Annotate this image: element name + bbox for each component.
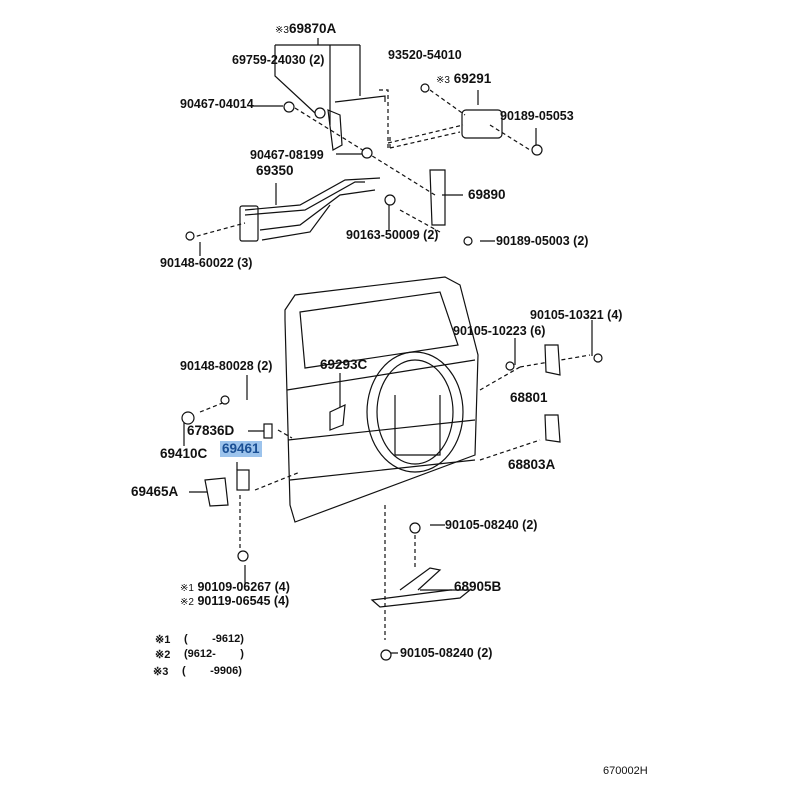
- part-label-69890[interactable]: 69890: [468, 187, 506, 202]
- footnote-mark: ※3: [153, 666, 169, 678]
- lock-rods: [239, 95, 503, 242]
- part-number: 69291: [453, 71, 492, 86]
- footnote-mark: ※2: [180, 597, 194, 608]
- part-label-69465A[interactable]: 69465A: [131, 484, 179, 499]
- part-label-90119-06545[interactable]: ※2 90119-06545 (4): [180, 594, 289, 610]
- diagram-code: 670002H: [603, 765, 648, 777]
- part-label-69350[interactable]: 69350: [256, 163, 294, 178]
- part-label-90163-50009[interactable]: 90163-50009 (2): [346, 228, 439, 242]
- part-label-90105-10223[interactable]: 90105-10223 (6): [453, 324, 546, 338]
- footnote-mark: ※1: [155, 634, 171, 646]
- part-label-90105-08240-lower[interactable]: 90105-08240 (2): [400, 646, 493, 660]
- back-door: [284, 276, 479, 523]
- part-number: 90119-06545 (4): [197, 594, 290, 608]
- part-label-69759-24030[interactable]: 69759-24030 (2): [232, 53, 325, 67]
- footnote-mark: ※1: [180, 583, 194, 594]
- part-label-90148-60022[interactable]: 90148-60022 (3): [160, 256, 253, 270]
- part-label-69461-highlighted[interactable]: 69461: [220, 441, 262, 457]
- part-label-68905B[interactable]: 68905B: [454, 579, 502, 594]
- part-number: 90109-06267 (4): [197, 580, 290, 594]
- footnote-mark: ※3: [275, 25, 289, 36]
- part-label-68801[interactable]: 68801: [510, 390, 548, 405]
- footnote-range: ( -9906): [182, 665, 242, 677]
- step-plate: [370, 567, 472, 608]
- part-label-90467-04014[interactable]: 90467-04014: [180, 97, 254, 111]
- part-number: 69870A: [288, 21, 337, 36]
- part-label-90189-05003[interactable]: 90189-05003 (2): [496, 234, 589, 248]
- part-label-90467-08199[interactable]: 90467-08199: [250, 148, 324, 162]
- part-label-69870A[interactable]: ※369870A: [275, 22, 336, 38]
- part-label-90105-08240-upper[interactable]: 90105-08240 (2): [445, 518, 538, 532]
- part-label-68803A[interactable]: 68803A: [508, 457, 556, 472]
- footnote-mark: ※3: [436, 75, 450, 86]
- part-label-69293C[interactable]: 69293C: [320, 357, 368, 372]
- footnote-range: (9612- ): [184, 648, 244, 660]
- part-label-90148-80028[interactable]: 90148-80028 (2): [180, 359, 273, 373]
- part-label-90105-10321[interactable]: 90105-10321 (4): [530, 308, 623, 322]
- fasteners: [181, 83, 603, 661]
- footnote-range: ( -9612): [184, 633, 244, 645]
- part-label-90109-06267[interactable]: ※1 90109-06267 (4): [180, 580, 290, 596]
- part-label-90189-05053[interactable]: 90189-05053: [500, 109, 574, 123]
- leader-lines: [183, 38, 593, 654]
- part-label-69410C[interactable]: 69410C: [160, 446, 208, 461]
- footnote-mark: ※2: [155, 649, 171, 661]
- part-label-93520-54010[interactable]: 93520-54010: [388, 48, 462, 62]
- part-label-67836D[interactable]: 67836D: [187, 423, 235, 438]
- part-label-69291[interactable]: ※3 69291: [436, 72, 491, 88]
